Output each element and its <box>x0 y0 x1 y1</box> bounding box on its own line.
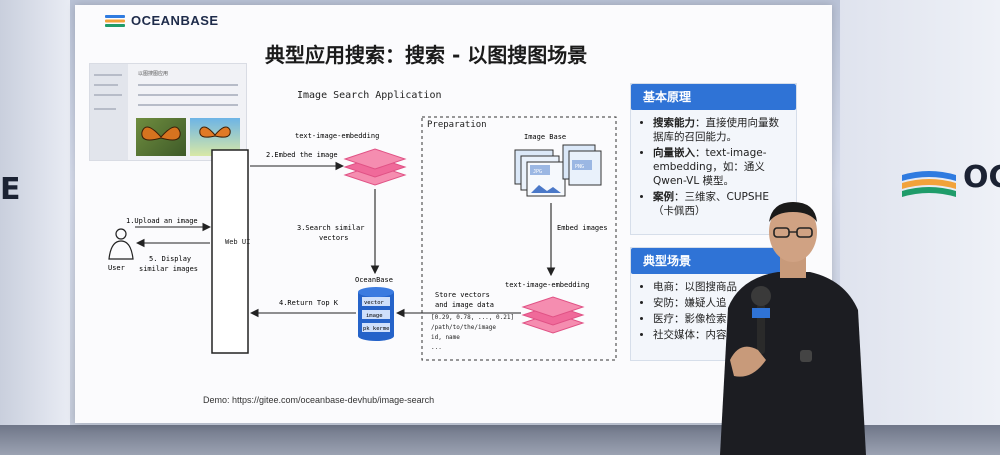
db-field-vector: vector <box>364 300 385 306</box>
thumbnail-sidebar <box>90 64 128 160</box>
principle-item: 案例：三维家、CUPSHE（卡佩西） <box>653 190 786 218</box>
code-line: /path/to/the/image <box>431 324 497 331</box>
user-icon <box>108 228 134 260</box>
diagram-title: Image Search Application <box>297 90 442 101</box>
scenario-item: 医疗：影像检索 <box>653 312 786 326</box>
presentation-slide: OCEANBASE 典型应用搜索：搜索 - 以图搜图场景 以图搜图应用 <box>75 5 832 423</box>
embedding-model-icon <box>343 148 407 186</box>
embedding-model-label: text-image-embedding <box>295 132 379 140</box>
image-base-icon <box>514 144 602 197</box>
right-side-screen: OC <box>840 0 1000 455</box>
step-display-label-2: similar images <box>139 265 198 273</box>
web-ui-box <box>211 149 249 354</box>
oceanbase-mark-icon <box>105 14 125 27</box>
thumbnail-line <box>94 84 118 86</box>
thumbnail-line <box>138 94 238 96</box>
glasses-icon <box>773 227 813 238</box>
step-embed-label: 2.Embed the image <box>266 151 338 159</box>
db-field-pk: pk kerme <box>363 326 390 332</box>
image-base-label: Image Base <box>524 133 566 141</box>
slide-title: 典型应用搜索：搜索 - 以图搜图场景 <box>265 43 588 67</box>
left-screen-text: E <box>0 172 20 207</box>
code-line: ... <box>431 344 442 351</box>
png-badge: PNG <box>575 164 584 170</box>
code-line: [0.29, 0.78, ..., 0.21] <box>431 314 515 321</box>
step-upload-label: 1.Upload an image <box>126 217 198 225</box>
scenarios-heading: 典型场景 <box>631 248 796 274</box>
presenter-hair <box>769 202 817 222</box>
step-return-label: 4.Return Top K <box>279 299 339 307</box>
watch-icon <box>800 350 812 362</box>
user-label: User <box>108 264 125 272</box>
web-ui-label: Web UI <box>225 238 251 246</box>
step-search-label-1: 3.Search similar <box>297 224 364 232</box>
principle-panel: 基本原理 搜索能力：直接使用向量数据库的召回能力。 向量嵌入：text-imag… <box>630 83 797 235</box>
principle-item: 搜索能力：直接使用向量数据库的召回能力。 <box>653 116 786 144</box>
principle-item: 向量嵌入：text-image-embedding，如：通义Qwen-VL 模型… <box>653 146 786 188</box>
thumbnail-line <box>138 84 238 86</box>
brand-name: OCEANBASE <box>131 13 219 28</box>
presenter-hand <box>730 346 766 377</box>
step-search-label-2: vectors <box>319 234 349 242</box>
embed-images-label: Embed images <box>557 224 608 232</box>
thumbnail-line <box>94 94 122 96</box>
thumbnail-line <box>138 104 238 106</box>
scenarios-panel: 典型场景 电商：以图搜商品 安防：嫌疑人追 医疗：影像检索 社交媒体：内容 <box>630 247 797 361</box>
butterfly-image-1 <box>136 118 186 156</box>
preparation-box <box>421 116 617 361</box>
scenario-item: 电商：以图搜商品 <box>653 280 786 294</box>
thumbnail-heading: 以图搜图应用 <box>138 71 169 77</box>
store-label-2: and image data <box>435 301 494 309</box>
right-screen-text: OC <box>963 160 1000 195</box>
left-side-screen: E <box>0 0 70 455</box>
embedding-model-prep-icon <box>521 296 585 334</box>
architecture-diagram: text-image-embedding 2.Embed the image 1… <box>108 116 617 361</box>
scenario-item: 安防：嫌疑人追 <box>653 296 786 310</box>
preparation-label: Preparation <box>427 120 487 130</box>
step-display-label-1: 5. Display <box>149 255 191 263</box>
butterfly-icon <box>141 126 181 141</box>
oceanbase-logo-icon <box>902 171 956 197</box>
embedding-model-prep-label: text-image-embedding <box>505 281 589 289</box>
vector-code-sample: [0.29, 0.78, ..., 0.21] /path/to/the/ima… <box>431 313 514 353</box>
demo-link: Demo: https://gitee.com/oceanbase-devhub… <box>203 395 435 405</box>
microphone-icon <box>751 286 771 354</box>
brand-logo: OCEANBASE <box>105 13 219 28</box>
principle-heading: 基本原理 <box>631 84 796 110</box>
db-field-image: image <box>366 313 383 319</box>
app-screenshot-thumbnail: 以图搜图应用 <box>89 63 247 161</box>
presenter <box>720 202 866 455</box>
jpg-badge: JPG <box>533 169 542 175</box>
thumbnail-line <box>94 74 122 76</box>
oceanbase-label: OceanBase <box>355 276 393 284</box>
oceanbase-database-icon <box>358 287 394 341</box>
scenario-item: 社交媒体：内容 <box>653 328 786 342</box>
store-label-1: Store vectors <box>435 291 490 299</box>
code-line: id, name <box>431 334 460 341</box>
butterfly-icon <box>199 126 231 138</box>
thumbnail-line <box>94 108 116 110</box>
